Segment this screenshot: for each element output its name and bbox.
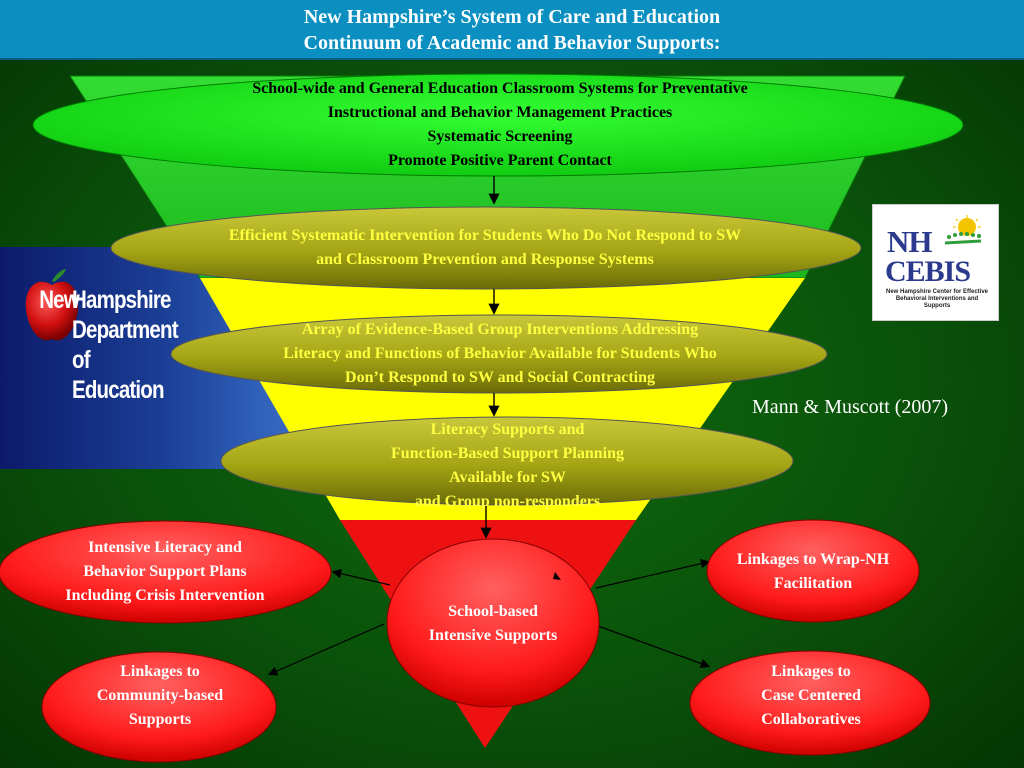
tier-4-label: Literacy Supports and Function-Based Sup… [300,418,715,514]
tier-3-line: Array of Evidence-Based Group Interventi… [301,321,699,338]
nhdoe-word-department: Department [72,316,179,344]
tier-3-line: Literacy and Functions of Behavior Avail… [283,345,717,362]
cebis-subtitle: New Hampshire Center for Effective Behav… [885,289,989,309]
arrow-center-to-case [597,625,711,669]
tier-2-line: Efficient Systematic Intervention for St… [228,227,742,244]
tier-1-line: Systematic Screening [427,128,573,145]
wrap-label: Linkages to Wrap-NH Facilitation [708,548,918,596]
tier-1-line: Instructional and Behavior Management Pr… [327,104,673,121]
nh-cebis-logo: NH CEBIS New Hampshire Center for Effect… [872,204,999,321]
nhdoe-word-education: Education [72,376,165,404]
center-line: Intensive Supports [428,627,558,644]
tier-4-ellipse[interactable] [220,416,794,506]
tier-1-ellipse[interactable] [32,73,964,177]
community-label: Linkages to Community-based Supports [50,660,270,732]
apple-icon [25,269,79,341]
community-line: Community-based [96,687,224,704]
community-line: Linkages to [120,663,200,680]
tier-3-ellipse[interactable] [170,314,828,394]
case-label: Linkages to Case Centered Collaboratives [700,660,922,732]
nhdoe-word-hampshire: Hampshire [72,286,171,314]
tier-2-ellipse[interactable] [110,206,862,290]
intensive-supports-ellipse[interactable] [0,520,332,624]
tier-1-line: School-wide and General Education Classr… [252,80,748,97]
tier-1-label: School-wide and General Education Classr… [60,77,940,173]
arrow-center-to-wrap [595,558,711,589]
case-line: Case Centered [761,687,861,704]
tier-3-line: Don’t Respond to SW and Social Contracti… [345,369,655,386]
nhdoe-wordmark: New Hampshire Department of Education [39,285,179,405]
community-line: Supports [128,711,192,728]
community-supports-ellipse[interactable] [41,651,277,763]
arrow-center-to-intensive [331,568,391,586]
nhdoe-word-new: New [39,286,80,314]
intensive-line: Behavior Support Plans [83,563,247,580]
tier-4-line: Available for SW [449,469,566,486]
tier-4-line: and Group non-responders [414,493,601,510]
tier-2-line: and Classroom Prevention and Response Sy… [316,251,654,268]
intensive-line: Including Crisis Intervention [65,587,265,604]
arrow-center-to-community [267,623,385,676]
case-line: Collaboratives [761,711,861,728]
sun-people-icon [944,215,982,245]
center-label: School-based Intensive Supports [400,600,586,648]
nhdoe-word-of: of [72,346,91,374]
title-line-2: Continuum of Academic and Behavior Suppo… [303,32,721,54]
small-arrowhead-icon [553,572,561,580]
center-line: School-based [448,603,538,620]
case-centered-ellipse[interactable] [689,650,931,756]
tier-4-line: Function-Based Support Planning [391,445,624,462]
case-line: Linkages to [771,663,851,680]
wrap-nh-ellipse[interactable] [706,519,920,623]
title-line-1: New Hampshire’s System of Care and Educa… [303,6,721,28]
tier-1-line: Promote Positive Parent Contact [388,152,612,169]
tier-2-label: Efficient Systematic Intervention for St… [120,224,850,272]
wrap-line: Facilitation [773,575,853,592]
intensive-line: Intensive Literacy and [88,539,242,556]
citation: Mann & Muscott (2007) [752,396,949,418]
wrap-line: Linkages to Wrap-NH [736,551,890,568]
title-bar: New Hampshire’s System of Care and Educa… [0,0,1024,60]
tier-3-label: Array of Evidence-Based Group Interventi… [180,318,820,390]
cebis-name-text: CEBIS [885,255,971,288]
school-based-supports-ellipse[interactable] [386,538,600,708]
cebis-nh-text: NH [887,224,932,259]
tier-4-line: Literacy Supports and [430,421,585,438]
intensive-label: Intensive Literacy and Behavior Support … [10,536,320,608]
